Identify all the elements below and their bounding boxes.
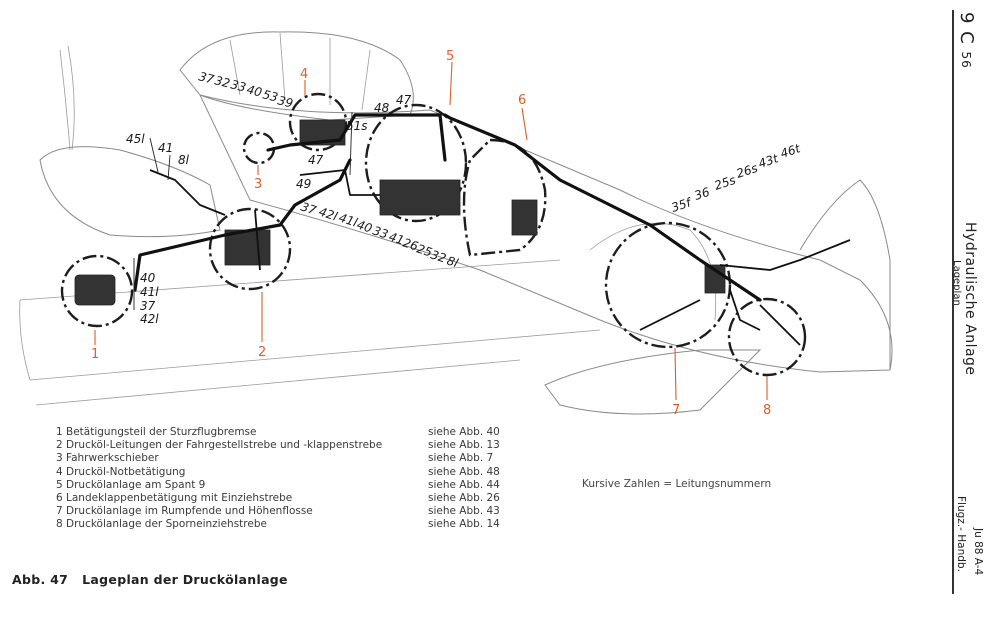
section-code-sub: 56	[959, 51, 973, 69]
legend-ref: siehe Abb. 13	[428, 439, 500, 452]
bottom-label-32: 32	[429, 248, 448, 266]
legend-ref: siehe Abb. 14	[428, 518, 500, 531]
figure-title: Lageplan der Druckölanlage	[82, 572, 288, 587]
legend-ref: siehe Abb. 44	[428, 478, 500, 491]
bottom-label-41l: 41l	[337, 211, 360, 230]
line-label-41l: 41l	[140, 285, 159, 299]
legend-row: 2 Drucköl-Leitungen der Fahrgestellstreb…	[56, 439, 528, 452]
bottom-label-40: 40	[355, 218, 374, 236]
section-subtitle: Lageplan	[951, 260, 962, 306]
legend-row: 7 Druckölanlage im Rumpfende und Höhenfl…	[56, 505, 528, 518]
callout-6: 6	[518, 93, 526, 108]
legend-text: 1 Betätigungsteil der Sturzflugbremse	[56, 426, 257, 438]
cockpit-label-39: 39	[276, 93, 294, 110]
tail-label-35f: 35f	[670, 195, 695, 215]
bottom-label-26: 26	[401, 236, 420, 254]
legend-ref: siehe Abb. 7	[428, 452, 494, 465]
callout-leaders	[94, 61, 768, 401]
cockpit-label-37: 37	[197, 69, 216, 86]
hydraulic-lines	[133, 113, 851, 331]
components	[74, 119, 801, 346]
line-label-51s: 51s	[346, 119, 368, 133]
callout-5: 5	[446, 49, 454, 64]
italic-numbers-note: Kursive Zahlen = Leitungsnummern	[582, 478, 772, 490]
line-label-45l: 45l	[126, 132, 145, 146]
leader-lines	[133, 111, 353, 310]
legend-text: 2 Drucköl-Leitungen der Fahrgestellstreb…	[56, 439, 383, 452]
callout-2: 2	[258, 345, 266, 360]
line-label-8l: 8l	[178, 153, 190, 167]
bottom-label-41: 41	[387, 230, 406, 248]
line-label-40: 40	[140, 271, 156, 285]
legend: 1 Betätigungsteil der Sturzflugbremse sie…	[56, 426, 528, 532]
callout-7: 7	[672, 403, 680, 418]
line-label-37: 37	[140, 299, 156, 313]
line-label-47a: 47	[396, 93, 412, 107]
line-numbers: 45l 41 8l 40 41l 37 42l 37 32 33 40 53 3…	[126, 69, 803, 326]
legend-row: 3 Fahrwerkschieber siehe Abb. 7	[56, 452, 528, 465]
bottom-label-42l: 42l	[317, 205, 340, 224]
line-label-41: 41	[158, 141, 173, 155]
legend-row: 1 Betätigungsteil der Sturzflugbremse sie…	[56, 426, 528, 439]
line-label-47b: 47	[308, 153, 324, 167]
section-title: Hydraulische Anlage	[962, 222, 978, 376]
legend-text: 4 Drucköl-Notbetätigung	[56, 465, 186, 478]
callout-1: 1	[91, 347, 99, 362]
line-label-42l: 42l	[140, 312, 159, 326]
tail-label-36: 36	[693, 185, 712, 203]
cockpit-label-32: 32	[213, 73, 231, 90]
line-label-49: 49	[296, 177, 311, 191]
section-code: 9 C 56	[956, 12, 977, 69]
legend-text: 6 Landeklappenbetätigung mit Einziehstre…	[56, 492, 293, 505]
cockpit-label-33: 33	[229, 77, 247, 94]
tail-label-43t: 43t	[757, 151, 782, 171]
figure-number: Abb. 47	[12, 572, 69, 587]
bottom-label-8l: 8l	[445, 254, 460, 271]
legend-ref: siehe Abb. 48	[428, 465, 500, 478]
aircraft-type: Ju 88 A-4	[972, 528, 984, 576]
bottom-label-37: 37	[299, 200, 318, 218]
legend-ref: siehe Abb. 40	[428, 426, 500, 438]
callout-8: 8	[763, 403, 771, 418]
figure-caption: Abb. 47 Lageplan der Druckölanlage	[12, 572, 288, 587]
legend-ref: siehe Abb. 26	[428, 492, 500, 505]
callout-numbers: 1 2 3 4 5 6 7 8	[91, 49, 771, 418]
legend-text: 3 Fahrwerkschieber	[56, 452, 159, 465]
line-label-48: 48	[374, 101, 390, 115]
tail-label-25s: 25s	[713, 173, 738, 193]
legend-row: 4 Drucköl-Notbetätigung siehe Abb. 48	[56, 466, 528, 479]
handbook-label: Flugz.- Handb.	[955, 496, 967, 572]
legend-text: 8 Druckölanlage der Sporneinziehstrebe	[56, 518, 267, 531]
legend-ref: siehe Abb. 43	[428, 505, 500, 518]
detail-circles	[60, 92, 807, 377]
callout-4: 4	[300, 67, 308, 82]
aircraft-outline	[19, 31, 893, 415]
side-rule	[952, 10, 954, 594]
cockpit-label-53: 53	[261, 87, 279, 104]
tail-label-46t: 46t	[779, 141, 804, 161]
bottom-label-33: 33	[371, 224, 390, 242]
bottom-label-25: 25	[415, 242, 434, 260]
legend-text: 5 Druckölanlage am Spant 9	[56, 478, 206, 491]
callout-3: 3	[254, 177, 262, 192]
legend-text: 7 Druckölanlage im Rumpfende und Höhenfl…	[56, 505, 313, 518]
cockpit-label-40: 40	[245, 82, 264, 99]
legend-row: 8 Druckölanlage der Sporneinziehstrebe si…	[56, 518, 528, 531]
legend-row: 6 Landeklappenbetätigung mit Einziehstre…	[56, 492, 528, 505]
tail-label-26s: 26s	[735, 161, 760, 181]
section-code-main: 9 C	[956, 12, 977, 45]
legend-row: 5 Druckölanlage am Spant 9 siehe Abb. 44	[56, 479, 528, 492]
